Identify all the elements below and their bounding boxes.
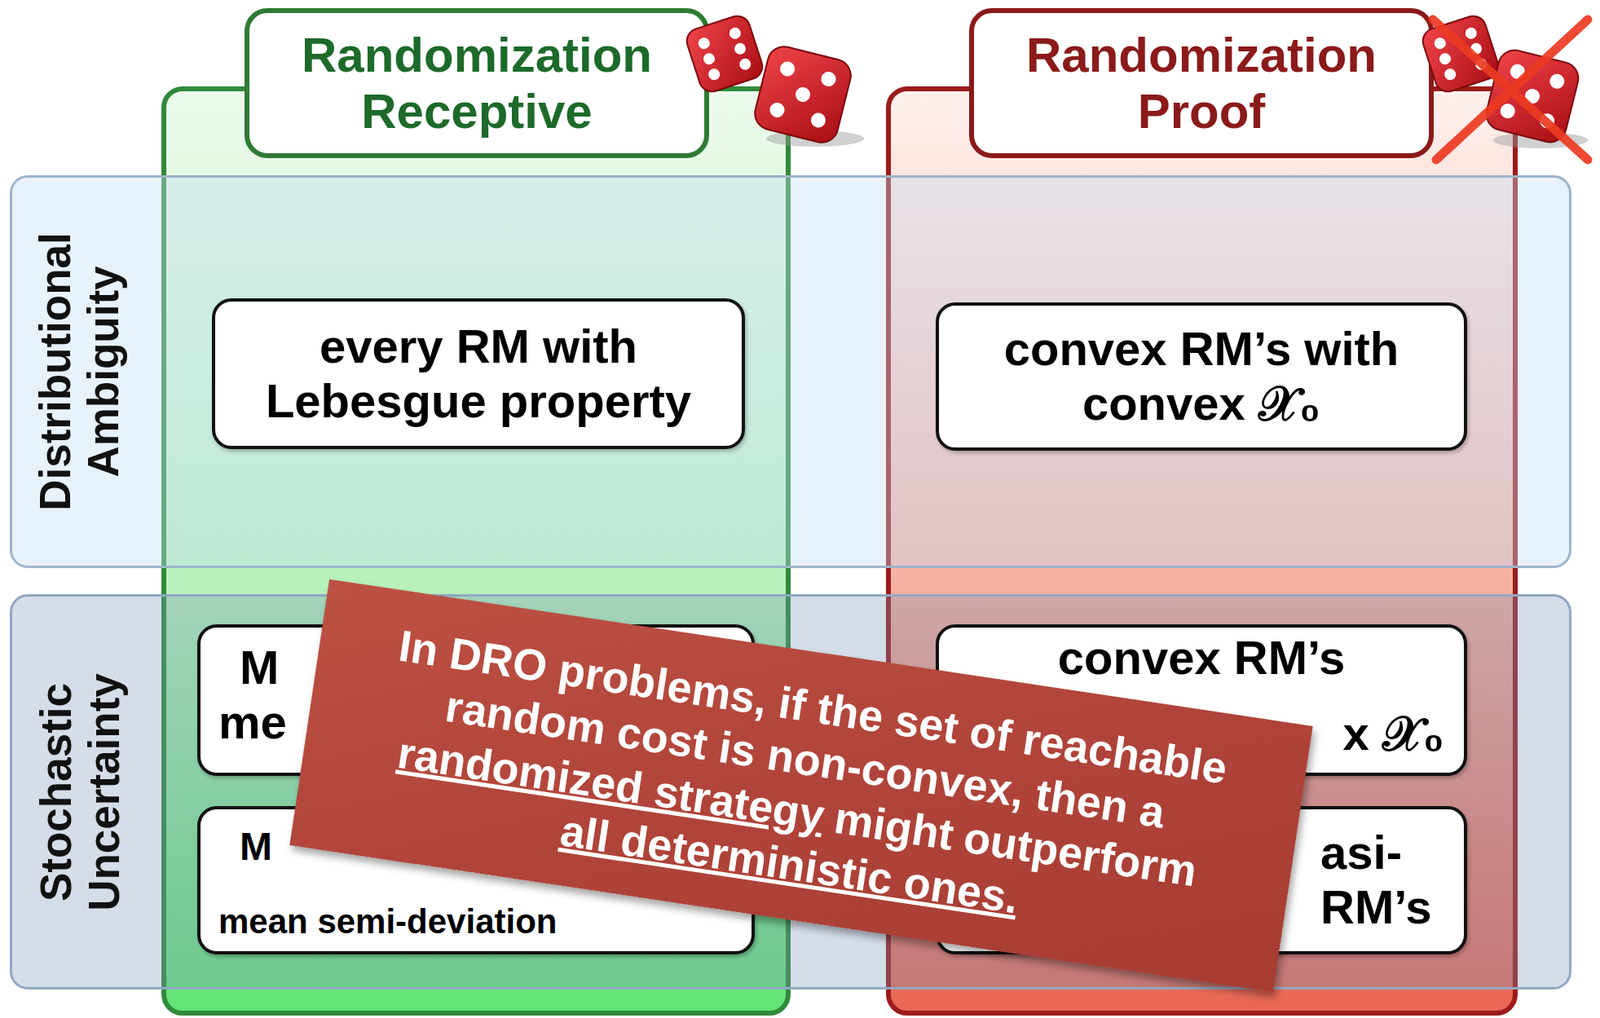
cell-box: convex RM’s with convex 𝒳₀ <box>935 302 1468 451</box>
cell-text: asi- <box>1320 825 1448 881</box>
row-label: Distributional Ambiguity <box>23 175 135 569</box>
row-band: Distributional Ambiguity every RM with Le… <box>9 175 1572 569</box>
cross-mark <box>1432 19 1588 160</box>
column-heading: Randomization Proof <box>969 8 1434 159</box>
dice-right <box>1419 13 1588 160</box>
dice-left <box>683 13 864 147</box>
row-label: Stochastic Uncertainty <box>23 594 135 990</box>
cell-text: mean semi-deviation <box>218 902 734 942</box>
column-heading: Randomization Receptive <box>244 8 710 159</box>
cell-text: RM’s <box>1320 880 1448 935</box>
cell-text: convex RM’s with convex 𝒳₀ <box>956 321 1446 431</box>
cell-box: every RM with Lebesgue property <box>211 298 745 450</box>
cell-text: convex RM’s <box>958 630 1445 686</box>
cell-text: every RM with Lebesgue property <box>233 319 724 428</box>
